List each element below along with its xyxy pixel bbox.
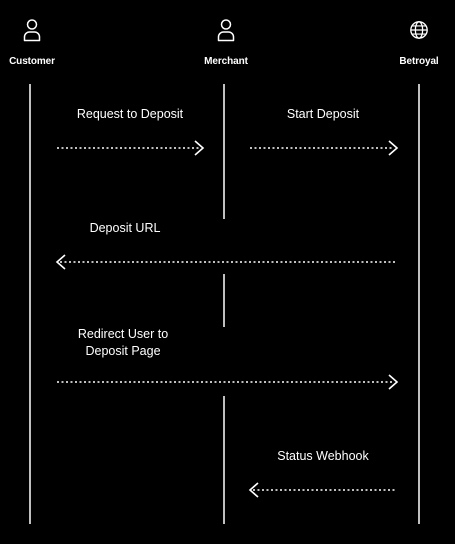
arrowhead-right bbox=[388, 374, 399, 390]
message-label-request-to-deposit: Request to Deposit bbox=[76, 107, 184, 121]
message-label-line: Deposit Page bbox=[85, 344, 161, 358]
message-label-status-webhook: Status Webhook bbox=[277, 449, 369, 463]
arrowhead-left bbox=[55, 254, 66, 270]
message-label-deposit-url: Deposit URL bbox=[89, 221, 161, 235]
message-label-line: Redirect User to bbox=[77, 327, 169, 341]
arrowhead-right bbox=[388, 140, 399, 156]
arrowhead-left bbox=[248, 482, 259, 498]
message-label-redirect: Redirect User to Deposit Page bbox=[78, 326, 168, 360]
actor-label: Customer bbox=[9, 56, 55, 67]
message-label-start-deposit: Start Deposit bbox=[286, 107, 360, 121]
user-icon bbox=[217, 19, 235, 42]
actor-merchant: Merchant bbox=[181, 18, 271, 67]
arrowhead-right bbox=[194, 140, 205, 156]
actor-label: Betroyal bbox=[399, 56, 439, 67]
actor-customer: Customer bbox=[0, 18, 77, 67]
globe-icon bbox=[410, 21, 428, 39]
actor-betroyal: Betroyal bbox=[374, 18, 455, 67]
actor-label: Merchant bbox=[204, 56, 248, 67]
user-icon bbox=[23, 19, 41, 42]
